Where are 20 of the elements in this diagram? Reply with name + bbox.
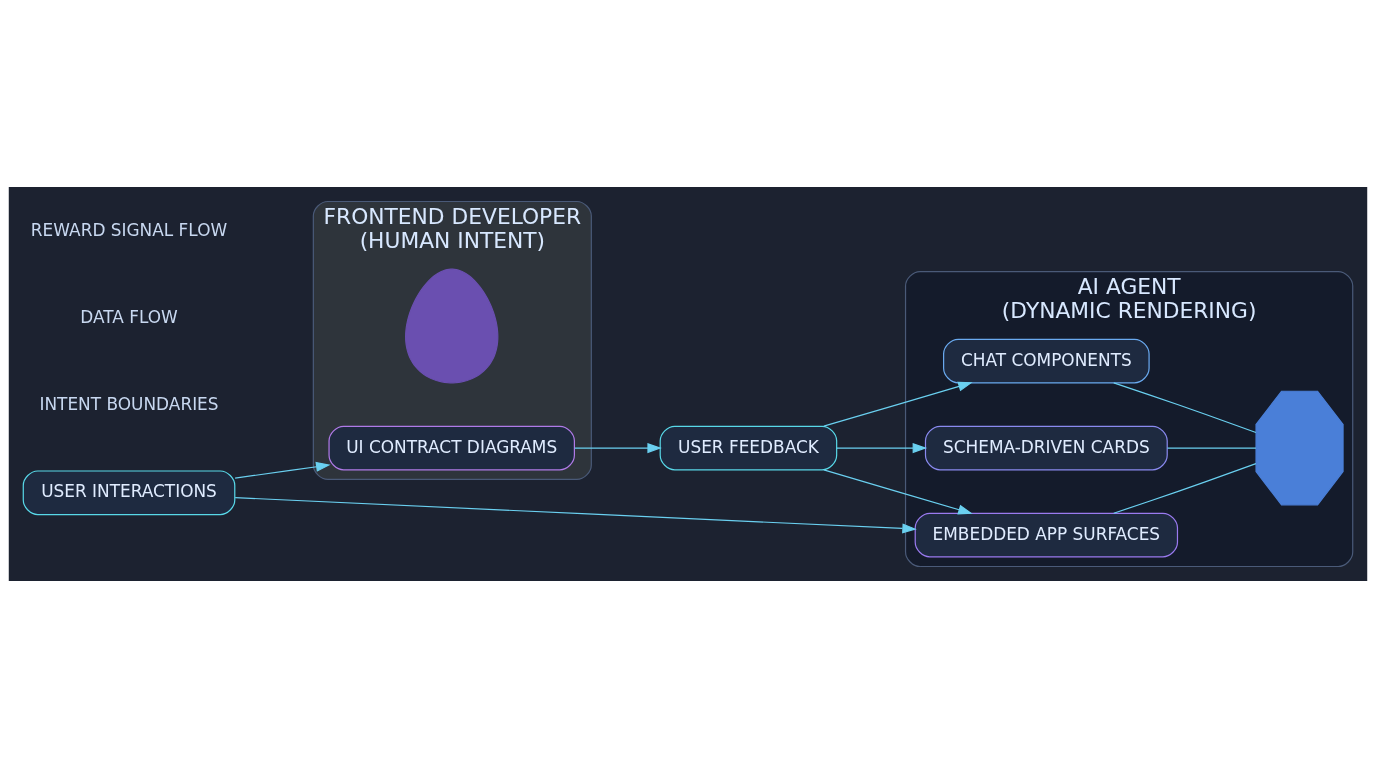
node-box: USER INTERACTIONS [22,470,236,516]
label: INTENT BOUNDARIES [39,394,219,415]
connector [1113,382,1257,434]
label: DATA FLOW [80,307,178,328]
arrow [836,442,928,454]
label: REWARD SIGNAL FLOW [30,220,228,241]
node-box: UI CONTRACT DIAGRAMS [328,425,575,471]
arrow [823,469,973,515]
node-box: CHAT COMPONENTS [943,338,1150,384]
connector [1113,463,1257,514]
arrow [574,442,662,454]
arrow [823,381,973,427]
node-picture [1255,390,1344,506]
arrow [234,461,331,479]
node-person [405,268,499,384]
arrow [234,497,917,534]
node-box: EMBEDDED APP SURFACES [914,512,1179,558]
connector [1166,447,1257,449]
node-box: USER FEEDBACK [659,425,838,471]
node-box: SCHEMA-DRIVEN CARDS [924,425,1168,471]
